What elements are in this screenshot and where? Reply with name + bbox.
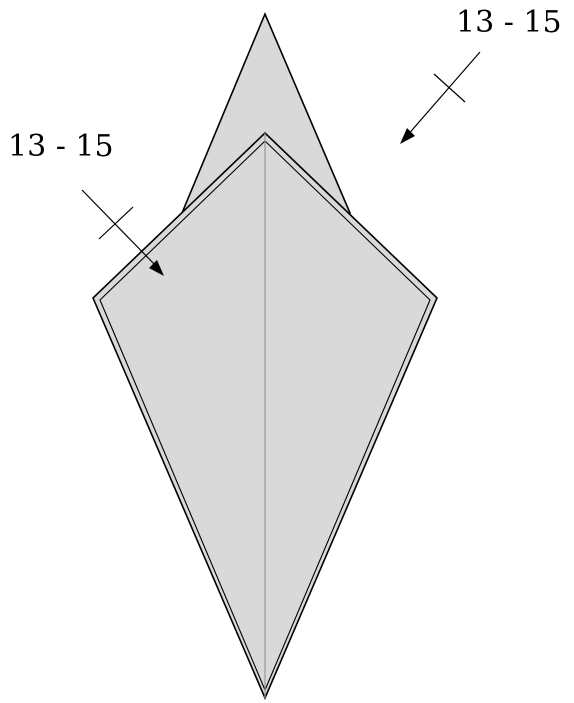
right-layer-edge — [264, 140, 431, 691]
left-fold-arrow — [81, 189, 164, 276]
left-step-label: 13 - 15 — [8, 129, 114, 164]
right-fold-arrow — [400, 51, 481, 144]
right-step-label: 13 - 15 — [456, 5, 562, 40]
left-layer-edge — [99, 140, 266, 691]
